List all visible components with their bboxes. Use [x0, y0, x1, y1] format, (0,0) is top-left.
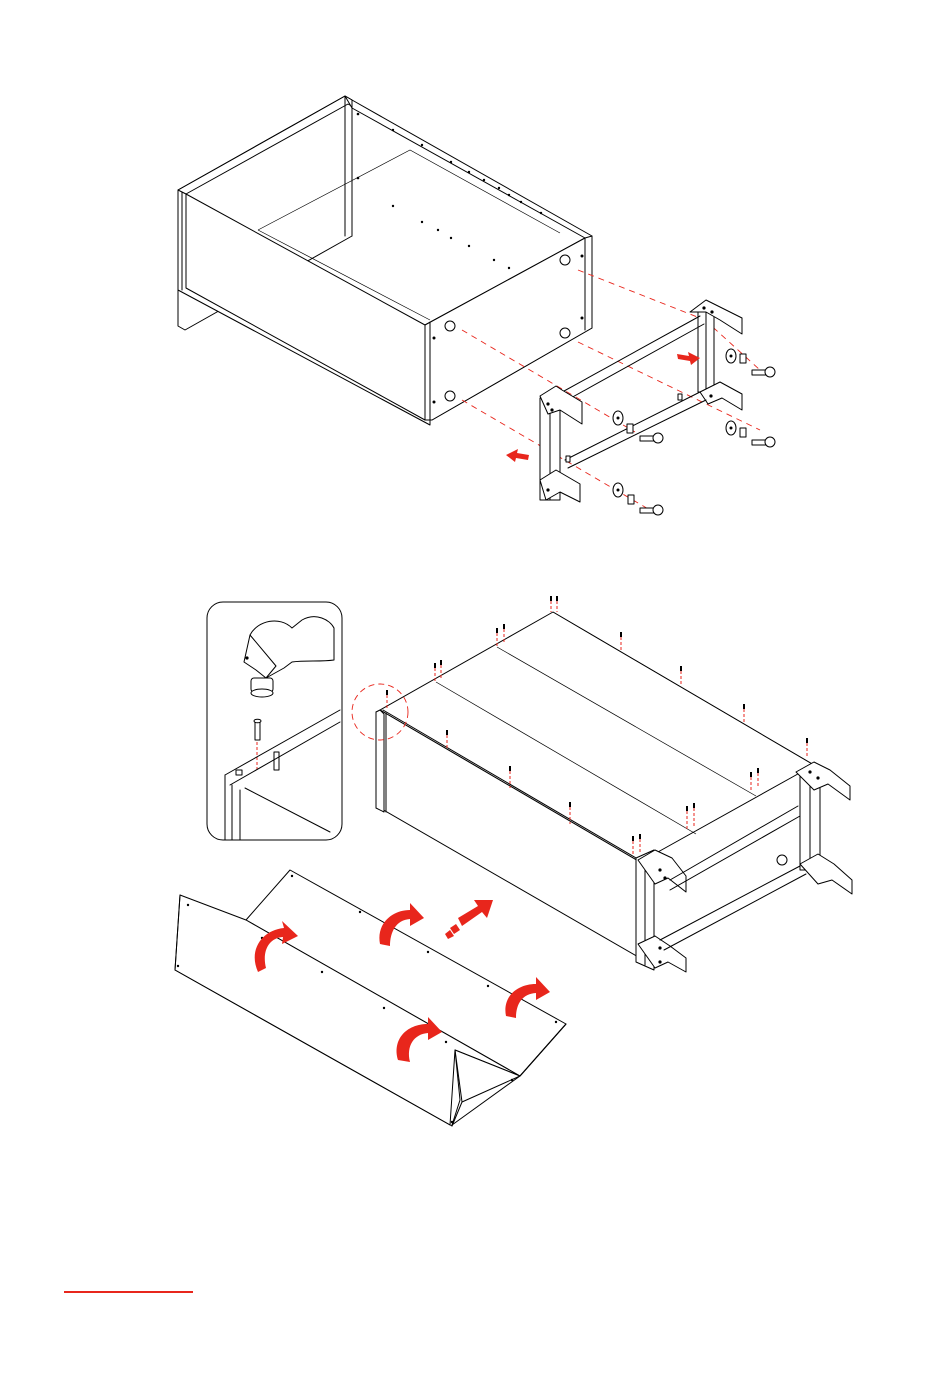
bolt-icon [752, 437, 775, 447]
pre-drilled-holes [357, 113, 543, 269]
bottom-panel [175, 870, 566, 1126]
nut-icon [740, 428, 746, 437]
hardware-set-3 [613, 411, 663, 443]
assembled-drawer [376, 612, 852, 972]
nut-icon [628, 495, 634, 504]
hammer-nail-detail [207, 602, 342, 840]
nut-icon [740, 354, 746, 363]
cam-hole-icon [777, 855, 787, 865]
push-arrow-left [506, 449, 529, 462]
hardware-set-2 [726, 421, 775, 447]
step1-drawer-box [178, 96, 592, 425]
slide-arrow [445, 900, 493, 939]
hardware-set-1 [726, 349, 775, 377]
bolt-icon [752, 367, 775, 377]
nut-icon [627, 424, 633, 433]
hardware-set-4 [613, 483, 663, 515]
bolt-icon [640, 433, 663, 443]
push-arrow-right [677, 352, 700, 365]
